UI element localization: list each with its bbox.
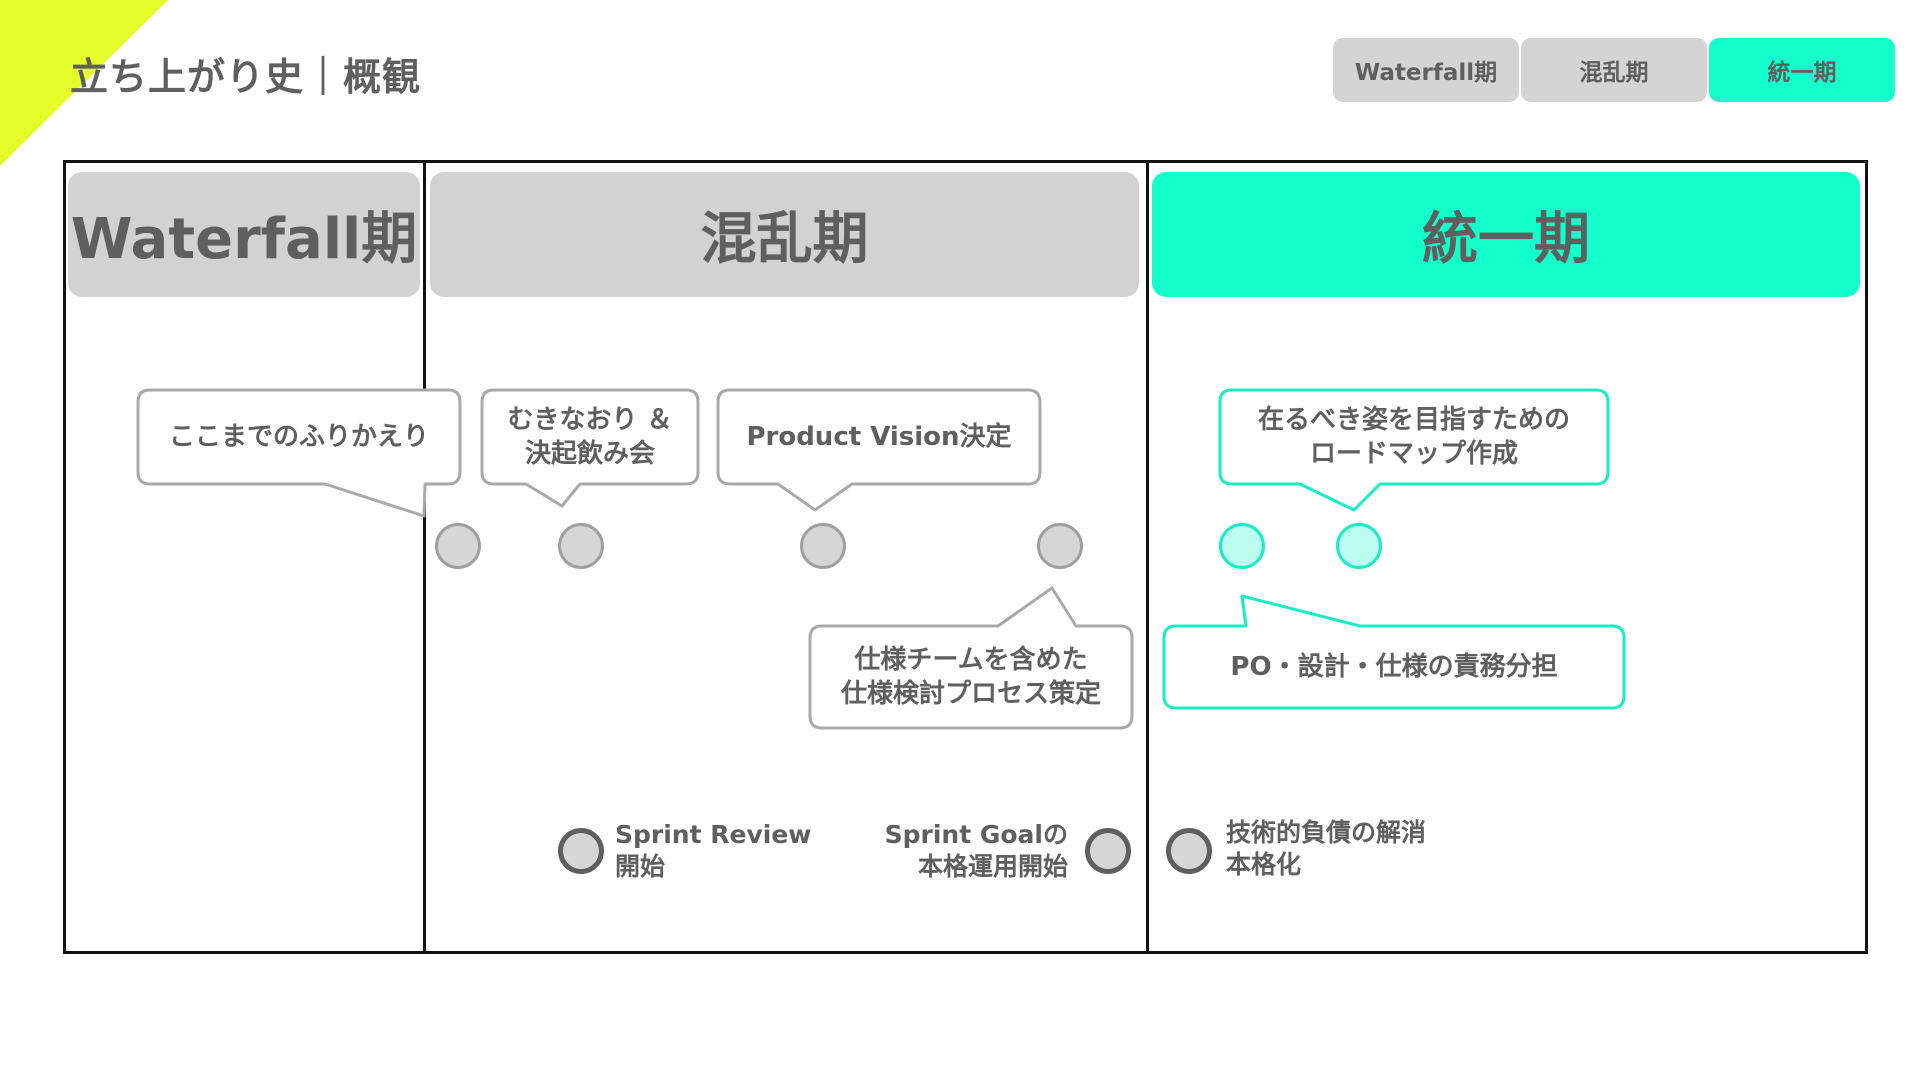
- phase-divider-2: [1146, 160, 1149, 954]
- callout-recap: ここまでのふりかえり: [168, 422, 429, 452]
- callout-vision-shape: [716, 388, 1042, 512]
- tab-confusion[interactable]: 混乱期: [1521, 38, 1707, 102]
- callout-roles: PO・設計・仕様の責務分担: [1230, 652, 1558, 682]
- callout-spec-process-line1: 仕様チームを含めた: [854, 645, 1088, 675]
- phase-header-unification: 統一期: [1152, 172, 1860, 297]
- phase-header-waterfall: Waterfall期: [68, 172, 420, 297]
- milestone-sprint-review-line1: Sprint Review: [615, 820, 812, 849]
- phase-header-confusion: 混乱期: [430, 172, 1139, 297]
- milestone-tech-debt-line2: 本格化: [1226, 850, 1302, 879]
- callout-roadmap-shape: [1218, 388, 1610, 512]
- callout-restart-line1: むきなおり ＆: [507, 405, 673, 435]
- event-dot-vision: [800, 523, 846, 569]
- milestone-dot-tech-debt: [1166, 828, 1212, 874]
- timeline-frame: [63, 160, 1868, 954]
- milestone-dot-sprint-goal: [1085, 828, 1131, 874]
- milestone-sprint-goal-line2: 本格運用開始: [917, 852, 1068, 881]
- event-dot-spec-process: [1037, 523, 1083, 569]
- callout-roadmap-line1: 在るべき姿を目指すための: [1257, 405, 1570, 435]
- milestone-tech-debt-line1: 技術的負債の解消: [1226, 818, 1427, 847]
- callout-restart-shape: [480, 388, 700, 508]
- phase-tabs: Waterfall期 混乱期 統一期: [1333, 38, 1897, 102]
- page-title: 立ち上がり史｜概観: [70, 55, 422, 99]
- event-dot-roadmap: [1336, 523, 1382, 569]
- callout-spec-process-shape: [808, 586, 1134, 730]
- milestone-sprint-goal-line1: Sprint Goalの: [884, 820, 1068, 849]
- callout-roadmap-line2: ロードマップ作成: [1309, 439, 1518, 469]
- event-dot-restart: [558, 523, 604, 569]
- callout-restart: むきなおり ＆ 決起飲み会: [484, 392, 696, 482]
- callout-restart-line2: 決起飲み会: [524, 439, 655, 469]
- callout-vision: Product Vision決定: [746, 422, 1012, 452]
- milestone-tech-debt: 技術的負債の解消 本格化: [1226, 817, 1426, 881]
- milestone-sprint-goal: Sprint Goalの 本格運用開始: [870, 819, 1068, 883]
- callout-roadmap: 在るべき姿を目指すための ロードマップ作成: [1222, 392, 1606, 482]
- milestone-sprint-review-line2: 開始: [615, 852, 666, 881]
- event-dot-roles: [1219, 523, 1265, 569]
- callout-recap-shape: [136, 388, 462, 518]
- milestone-sprint-review: Sprint Review 開始: [615, 819, 811, 883]
- event-dot-recap: [435, 523, 481, 569]
- tab-unification[interactable]: 統一期: [1709, 38, 1895, 102]
- callout-spec-process: 仕様チームを含めた 仕様検討プロセス策定: [812, 628, 1130, 726]
- callout-roles-shape: [1162, 594, 1626, 710]
- callout-spec-process-line2: 仕様検討プロセス策定: [840, 679, 1101, 709]
- tab-waterfall[interactable]: Waterfall期: [1333, 38, 1519, 102]
- corner-accent-triangle: [0, 0, 168, 166]
- milestone-dot-sprint-review: [558, 828, 604, 874]
- phase-divider-1: [423, 160, 426, 954]
